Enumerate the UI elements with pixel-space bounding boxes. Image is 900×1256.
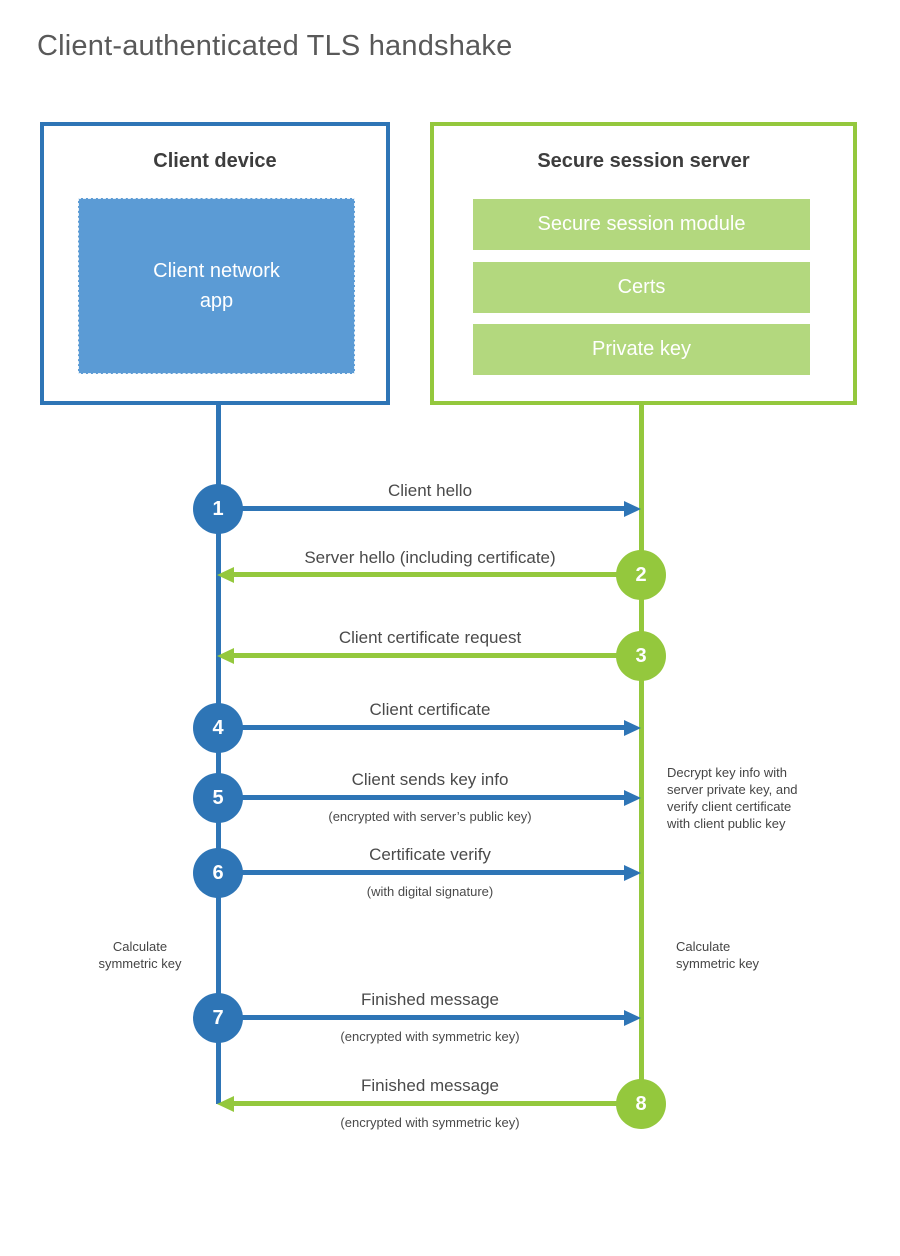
client-network-app-label: Client network app bbox=[153, 260, 280, 312]
step-7-marker: 7 bbox=[193, 993, 243, 1043]
server-module-secure-session: Secure session module bbox=[473, 199, 810, 250]
step-8-marker: 8 bbox=[616, 1079, 666, 1129]
step-7-arrow-line bbox=[218, 1015, 626, 1020]
step-5-sublabel: (encrypted with server’s public key) bbox=[328, 809, 532, 824]
step-2-arrow-line bbox=[233, 572, 641, 577]
step-3-marker: 3 bbox=[616, 631, 666, 681]
step-5-marker: 5 bbox=[193, 773, 243, 823]
server-calculate-key-note: Calculate symmetric key bbox=[676, 939, 760, 971]
step-3-arrow-line bbox=[233, 653, 641, 658]
step-4-arrowhead-icon bbox=[624, 720, 641, 736]
step-5-label: Client sends key info bbox=[351, 770, 509, 789]
step-6-label: Certificate verify bbox=[369, 845, 491, 864]
server-box-heading: Secure session server bbox=[537, 150, 750, 172]
step-8-sublabel: (encrypted with symmetric key) bbox=[340, 1115, 520, 1130]
client-device-box: Client device Client network app bbox=[40, 122, 390, 405]
step-6-arrow-line bbox=[218, 870, 626, 875]
step-8-label: Finished message bbox=[361, 1076, 499, 1095]
step-4-arrow-line bbox=[218, 725, 626, 730]
step-1-label: Client hello bbox=[387, 481, 473, 500]
step-3-label: Client certificate request bbox=[338, 628, 522, 647]
step-7-sublabel: (encrypted with symmetric key) bbox=[340, 1029, 520, 1044]
step-3-arrowhead-icon bbox=[217, 648, 234, 664]
client-box-heading: Client device bbox=[153, 150, 277, 172]
step-1-marker: 1 bbox=[193, 484, 243, 534]
server-module-certs: Certs bbox=[473, 262, 810, 313]
step-7-arrowhead-icon bbox=[624, 1010, 641, 1026]
page-title: Client-authenticated TLS handshake bbox=[37, 30, 513, 62]
server-decrypt-note: Decrypt key info with server private key… bbox=[667, 765, 798, 831]
step-2-arrowhead-icon bbox=[217, 567, 234, 583]
client-lifeline bbox=[215, 405, 221, 1104]
secure-session-server-box: Secure session server Secure session mod… bbox=[430, 122, 857, 405]
step-7-label: Finished message bbox=[361, 990, 499, 1009]
step-5-arrow-line bbox=[218, 795, 626, 800]
step-4-label: Client certificate bbox=[369, 700, 491, 719]
step-6-marker: 6 bbox=[193, 848, 243, 898]
server-module-private-key: Private key bbox=[473, 324, 810, 375]
step-2-marker: 2 bbox=[616, 550, 666, 600]
step-6-sublabel: (with digital signature) bbox=[366, 884, 494, 899]
step-1-arrowhead-icon bbox=[624, 501, 641, 517]
server-lifeline bbox=[638, 405, 644, 1106]
client-calculate-key-note: Calculate symmetric key bbox=[98, 939, 182, 971]
client-network-app-box: Client network app bbox=[78, 198, 355, 374]
step-6-arrowhead-icon bbox=[624, 865, 641, 881]
step-2-label: Server hello (including certificate) bbox=[304, 548, 556, 567]
step-8-arrowhead-icon bbox=[217, 1096, 234, 1112]
step-5-arrowhead-icon bbox=[624, 790, 641, 806]
step-1-arrow-line bbox=[218, 506, 626, 511]
step-8-arrow-line bbox=[233, 1101, 641, 1106]
step-4-marker: 4 bbox=[193, 703, 243, 753]
